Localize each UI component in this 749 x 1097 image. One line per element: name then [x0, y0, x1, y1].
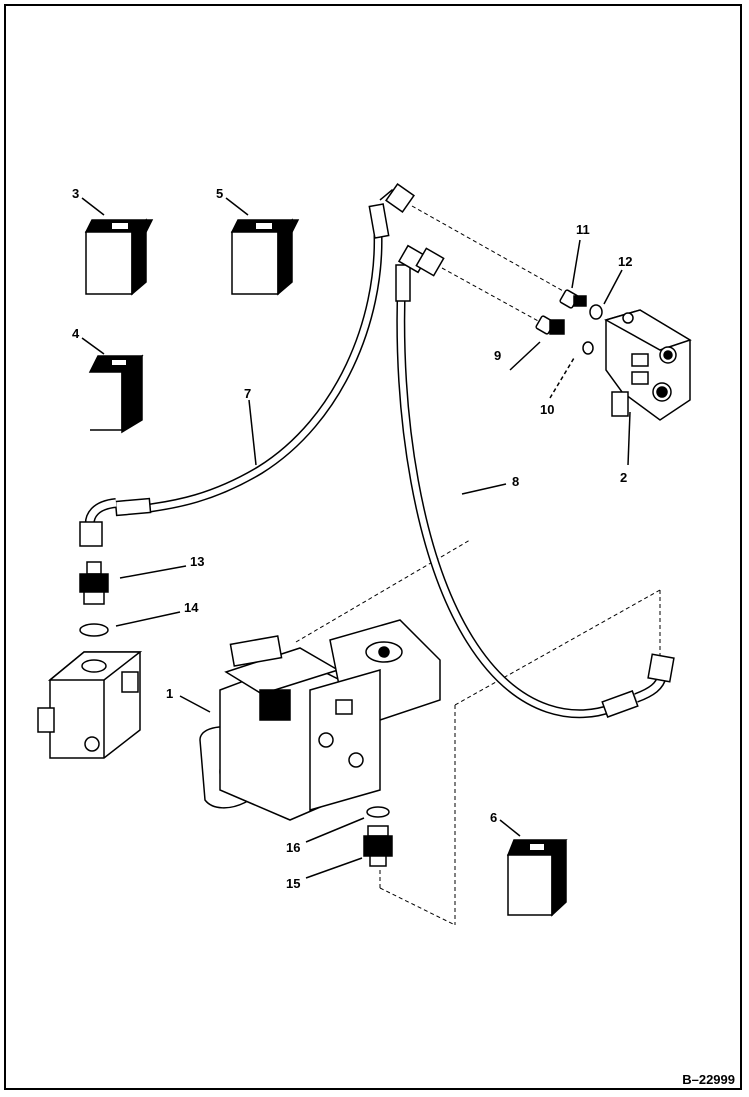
callout-labels: 3 5 4 7 11 12 9 10 2 8 13 14 1 6 16 15 [72, 186, 632, 891]
callout-11: 11 [576, 222, 590, 237]
callout-14: 14 [184, 600, 199, 615]
o-ring-12 [589, 304, 603, 320]
page-border [4, 4, 742, 1090]
decal-5 [230, 218, 300, 296]
o-ring-10 [582, 341, 594, 355]
callout-8: 8 [512, 474, 519, 489]
callout-2: 2 [620, 470, 627, 485]
manifold-block [37, 651, 143, 759]
callout-1: 1 [166, 686, 173, 701]
callout-12: 12 [618, 254, 632, 269]
callout-3: 3 [72, 186, 79, 201]
callout-9: 9 [494, 348, 501, 363]
callout-5: 5 [216, 186, 223, 201]
decal-6 [506, 839, 568, 917]
fitting-9 [535, 315, 565, 335]
callout-6: 6 [490, 810, 497, 825]
callout-15: 15 [286, 876, 300, 891]
valve-2 [604, 309, 692, 421]
callout-10: 10 [540, 402, 554, 417]
pump-1 [199, 619, 441, 821]
decal-3 [84, 218, 154, 296]
switch-13 [79, 561, 109, 605]
o-ring-14 [79, 623, 109, 637]
callout-13: 13 [190, 554, 204, 569]
callout-16: 16 [286, 840, 300, 855]
fitting-11 [559, 289, 587, 309]
dashed-connection-lines [295, 205, 661, 926]
decal-4 [88, 354, 144, 434]
fitting-15 [363, 825, 393, 867]
leader-lines [81, 197, 631, 879]
hose-8 [395, 244, 675, 719]
callout-7: 7 [244, 386, 251, 401]
reference-number: B–22999 [682, 1072, 735, 1087]
hose-7 [79, 183, 415, 547]
o-ring-16 [366, 806, 390, 818]
callout-4: 4 [72, 326, 80, 341]
